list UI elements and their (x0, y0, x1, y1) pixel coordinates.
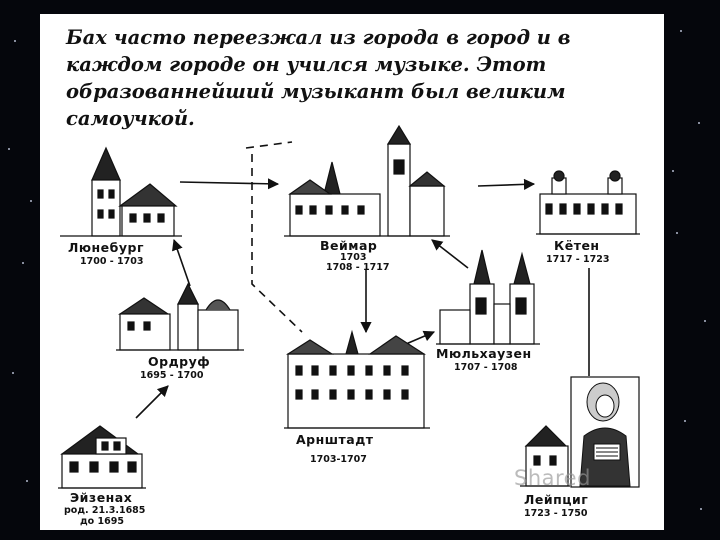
city-years-eisenach-1: род. 21.3.1685 (64, 505, 145, 516)
city-years-luneburg: 1700 - 1703 (80, 256, 143, 267)
city-years-leipzig: 1723 - 1750 (524, 508, 588, 519)
slide-caption: Бах часто переезжал из города в город и … (66, 26, 571, 130)
city-name-leipzig: Лейпциг (524, 492, 588, 507)
city-years-weimar-1: 1703 (340, 252, 366, 263)
route-arrows (135, 141, 590, 419)
bach-portrait (570, 376, 640, 488)
city-years-muhlhausen: 1707 - 1708 (454, 362, 518, 373)
kothen-buildings-icon (536, 170, 640, 235)
arrow-muhlhausen-weimar (431, 239, 469, 269)
city-years-kothen: 1717 - 1723 (546, 254, 609, 265)
watermark-text: Shared (514, 466, 591, 490)
slide: Бах часто переезжал из города в город и … (40, 14, 664, 530)
arnstadt-buildings-icon (284, 329, 430, 429)
leipzig-buildings-icon (520, 425, 580, 487)
weimar-buildings-icon (284, 124, 450, 237)
arrow-ohrdruf-luneburg (172, 238, 191, 287)
muhlhausen-church-icon (436, 249, 540, 345)
city-name-weimar: Веймар (320, 238, 377, 253)
city-name-ohrdruf: Ордруф (148, 354, 210, 369)
city-name-kothen: Кётен (554, 238, 600, 253)
ohrdruf-buildings-icon (116, 282, 244, 351)
city-name-muhlhausen: Мюльхаузен (436, 346, 532, 361)
arrow-weimar-kothen (477, 178, 536, 190)
city-years-ohrdruf: 1695 - 1700 (140, 370, 204, 381)
city-name-arnstadt: Арнштадт (296, 432, 374, 447)
city-years-arnstadt: 1703-1707 (310, 454, 367, 465)
arrow-luneburg-weimar (179, 178, 280, 190)
city-name-luneburg: Люнебург (68, 240, 144, 255)
city-name-eisenach: Эйзенах (70, 490, 132, 505)
city-years-eisenach-2: до 1695 (80, 516, 124, 527)
arrow-eisenach-ohrdruf (135, 385, 169, 419)
eisenach-house-icon (58, 425, 146, 489)
city-years-weimar-2: 1708 - 1717 (326, 262, 389, 273)
luneburg-buildings-icon (60, 146, 182, 237)
dashed-route (245, 141, 303, 333)
bach-cities-map: Люнебург 1700 - 1703 Веймар 1703 1708 - … (58, 124, 640, 527)
